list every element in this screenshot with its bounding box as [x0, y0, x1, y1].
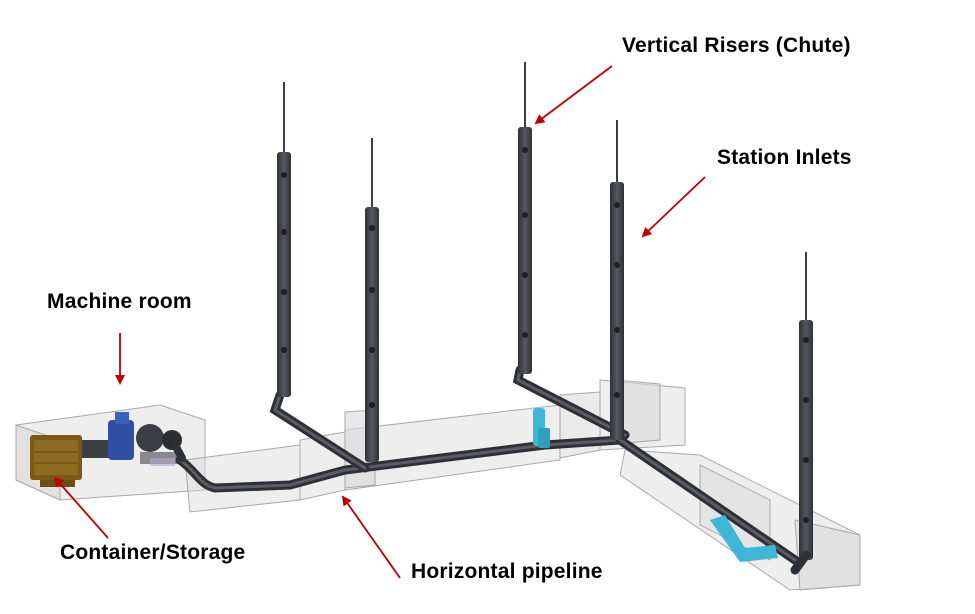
label-vertical-risers: Vertical Risers (Chute) [622, 34, 851, 57]
riser-3 [518, 62, 532, 374]
cyan-fittings [533, 408, 778, 562]
riser-5 [799, 252, 813, 560]
riser-4 [610, 120, 624, 440]
cyan-fitting-right [710, 515, 778, 562]
machine-equipment [82, 412, 182, 466]
arrow-vertical-risers [534, 65, 613, 125]
riser-1 [277, 82, 291, 397]
vertical-risers [277, 62, 813, 575]
arrow-station-inlets [641, 176, 706, 238]
arrow-horizontal-pipeline [341, 495, 401, 579]
riser-2 [365, 138, 379, 462]
label-station-inlets: Station Inlets [717, 146, 852, 169]
label-machine-room: Machine room [47, 290, 192, 313]
annotation-arrows [53, 65, 706, 579]
label-horizontal-pipeline: Horizontal pipeline [411, 560, 603, 583]
arrow-container-storage [53, 476, 109, 539]
label-container-storage: Container/Storage [60, 541, 246, 564]
